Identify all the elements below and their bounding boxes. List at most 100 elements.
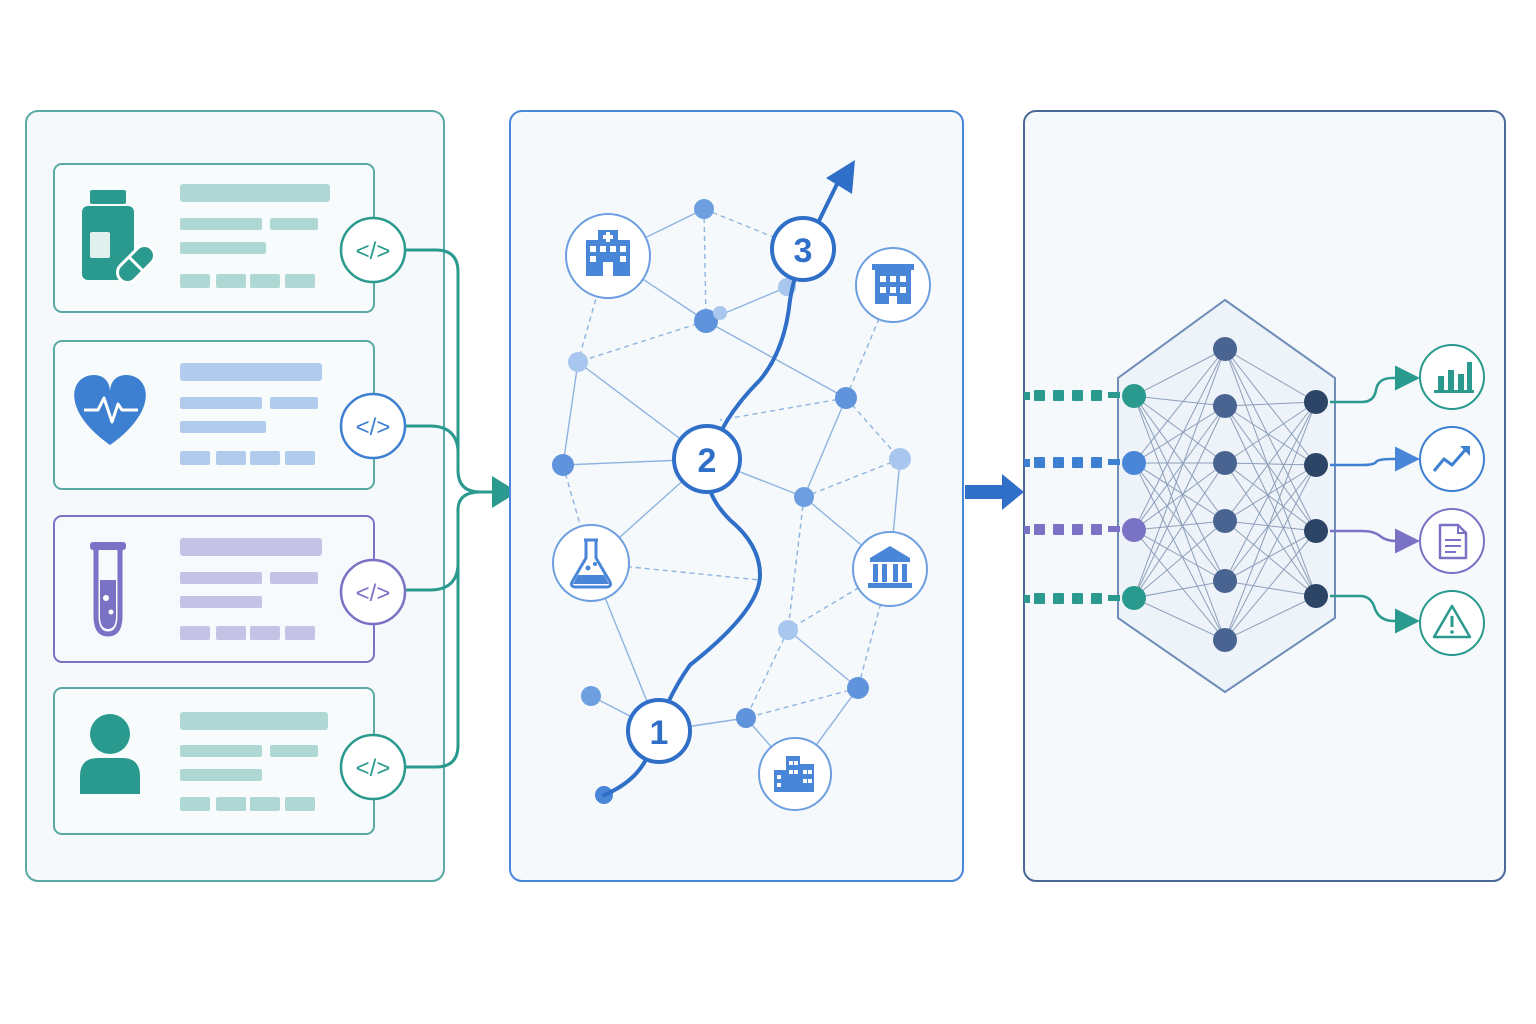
network-edge (1133, 348, 1226, 397)
network-hexagon (1117, 298, 1336, 694)
network-edge (1224, 464, 1317, 641)
input-node (1122, 384, 1146, 408)
graph-node (835, 387, 857, 409)
warning-icon[interactable] (1419, 590, 1485, 656)
source-card-patient[interactable] (53, 687, 375, 835)
source-connectors (406, 248, 498, 769)
network-edge (1133, 597, 1226, 641)
city-icon[interactable] (758, 737, 832, 811)
card-text-placeholder (180, 363, 322, 465)
source-card-lab-test[interactable] (53, 515, 375, 663)
network-edge (1224, 401, 1317, 464)
bar-chart-icon[interactable] (1419, 344, 1485, 410)
network-edge (1133, 462, 1226, 641)
output-node (1304, 390, 1328, 414)
graph-node (552, 454, 574, 476)
network-edge (1224, 530, 1317, 582)
graph-node (581, 686, 601, 706)
network-edge (1224, 520, 1317, 597)
network-edge (1224, 401, 1317, 582)
network-edge (1224, 348, 1317, 597)
graph-node (794, 487, 814, 507)
path-step-3[interactable]: 3 (770, 216, 836, 282)
output-arrows (1330, 365, 1420, 634)
laboratory-icon[interactable] (552, 524, 630, 602)
network-edge (1133, 395, 1226, 464)
network-edge (1224, 462, 1317, 466)
code-icon[interactable]: </> (339, 558, 407, 626)
svg-text:3: 3 (794, 232, 813, 270)
network-edge (1224, 580, 1317, 597)
network-edge (1133, 580, 1226, 599)
network-edge (1133, 520, 1226, 531)
graph-node (713, 306, 727, 320)
network-edge (1133, 405, 1226, 464)
input-node (1122, 518, 1146, 542)
svg-text:</>: </> (356, 580, 391, 607)
output-node (1304, 453, 1328, 477)
network-nodes (1122, 337, 1328, 652)
network-edge (1224, 401, 1317, 522)
hospital-icon[interactable] (565, 213, 651, 299)
hidden-node (1213, 509, 1237, 533)
input-node (1122, 451, 1146, 475)
network-edge (1133, 395, 1226, 582)
network-edge (1224, 405, 1317, 597)
network-edge (1224, 520, 1317, 532)
network-edge (1224, 348, 1317, 466)
network-edge (1224, 464, 1317, 522)
graph-nodes (552, 199, 911, 804)
card-text-placeholder (180, 184, 330, 288)
card-text-placeholder (180, 538, 322, 640)
path-step-1[interactable]: 1 (626, 698, 692, 764)
svg-text:1: 1 (650, 714, 669, 752)
network-edge (1133, 395, 1226, 407)
network-edge (1224, 348, 1317, 403)
network-edge (1133, 529, 1226, 641)
test-tube-icon (90, 542, 126, 637)
network-edge (1224, 464, 1317, 582)
network-edge (1133, 348, 1226, 531)
code-icon[interactable]: </> (339, 216, 407, 284)
trend-chart-icon[interactable] (1419, 426, 1485, 492)
network-edge (1224, 462, 1317, 532)
code-icon[interactable]: </> (339, 392, 407, 460)
network-edge (1224, 348, 1317, 532)
network-edge (1133, 462, 1226, 522)
network-edge (1133, 520, 1226, 599)
hidden-node (1213, 628, 1237, 652)
network-edge (1224, 405, 1317, 532)
network-edge (1224, 401, 1317, 641)
source-card-medication[interactable] (53, 163, 375, 313)
card-text-placeholder (180, 712, 328, 811)
graph-node (847, 677, 869, 699)
graph-node (889, 448, 911, 470)
network-edge (1133, 405, 1226, 531)
svg-text:</>: </> (356, 755, 391, 782)
hidden-node (1213, 394, 1237, 418)
network-edge (1133, 462, 1226, 582)
building-icon[interactable] (855, 247, 931, 323)
graph-node (736, 708, 756, 728)
source-card-heart-rate[interactable] (53, 340, 375, 490)
graph-node (778, 620, 798, 640)
network-edge (1133, 348, 1226, 599)
network-edge (1224, 462, 1317, 597)
svg-text:2: 2 (698, 442, 717, 480)
document-icon[interactable] (1419, 508, 1485, 574)
hidden-node (1213, 337, 1237, 361)
network-edge (1133, 395, 1226, 641)
svg-text:</>: </> (356, 414, 391, 441)
network-edge (1133, 462, 1226, 599)
network-edge (1224, 401, 1317, 407)
svg-text:</>: </> (356, 238, 391, 265)
network-edge (1224, 405, 1317, 466)
network-edge (1133, 529, 1226, 582)
code-icon[interactable]: </> (339, 733, 407, 801)
arrow-to-graph (492, 476, 518, 508)
path-step-2[interactable]: 2 (672, 424, 742, 494)
graph-node (694, 309, 718, 333)
institution-icon[interactable] (852, 531, 928, 607)
patient-icon (80, 714, 140, 794)
medication-icon (82, 190, 156, 284)
